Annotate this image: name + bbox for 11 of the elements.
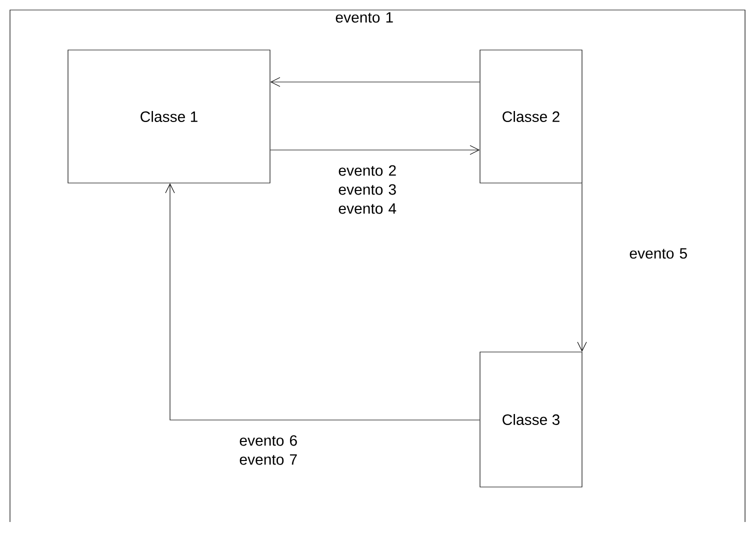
class-box: Classe 1: [68, 50, 270, 184]
edge-label: evento 1: [336, 12, 393, 23]
arrow: [270, 77, 480, 87]
arrow: [270, 145, 480, 155]
class-box: Classe 2: [480, 50, 582, 184]
arrow: [165, 183, 480, 420]
edge-label: evento 2 evento 3 evento 4: [338, 165, 396, 214]
edge-label: evento 6 evento 7: [240, 435, 297, 465]
edge-label: evento 5: [630, 248, 687, 259]
class-box: Classe 3: [480, 352, 582, 488]
arrow: [577, 183, 587, 352]
